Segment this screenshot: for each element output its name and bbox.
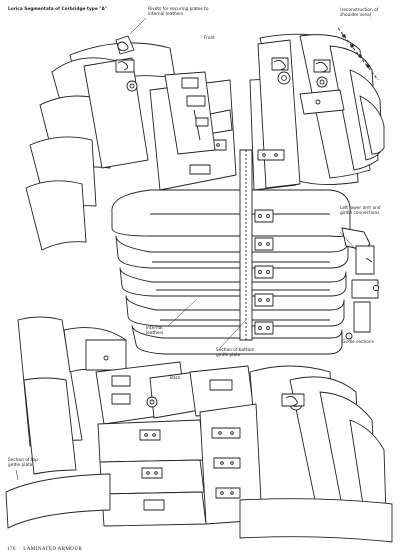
back-girdle-center — [97, 419, 207, 527]
figure-title: Lorica Segmentata of Corbridge type "A" — [8, 7, 108, 12]
leader-lines — [15, 17, 357, 481]
internal-leathers-label: Internal leathers — [146, 326, 164, 336]
rivets-label: Rivets for securing plates to internal l… — [148, 7, 209, 17]
left-shoulder-lames — [25, 35, 176, 251]
section-top-girdle-label: Section of top girdle plate — [8, 458, 38, 468]
front-closure — [239, 149, 274, 341]
left-lower-label: Left lower arm and girdle connections — [340, 206, 381, 216]
girdle-sections-label: Girdle sections — [342, 340, 374, 345]
left-buckle-strap — [164, 71, 216, 155]
back-bottom-hoop — [5, 473, 393, 543]
page-number: 176 — [7, 546, 16, 552]
back-label: Back — [170, 376, 181, 381]
section-girdle-label: Section of bottom girdle plate — [216, 348, 255, 358]
connection-inset — [341, 227, 379, 340]
back-left-lames — [17, 316, 127, 475]
reconstruction-label: (reconstruction of shoulder area) — [340, 8, 379, 18]
front-label: Front — [204, 36, 215, 41]
running-head: LAMINATED ARMOUR — [23, 546, 83, 552]
back-right-lames — [199, 365, 387, 527]
page-footer: 176 LAMINATED ARMOUR — [7, 546, 82, 552]
right-shoulder-lames — [257, 33, 385, 189]
reconstruction-rivets — [337, 27, 379, 81]
back-upper-plates — [95, 361, 255, 425]
